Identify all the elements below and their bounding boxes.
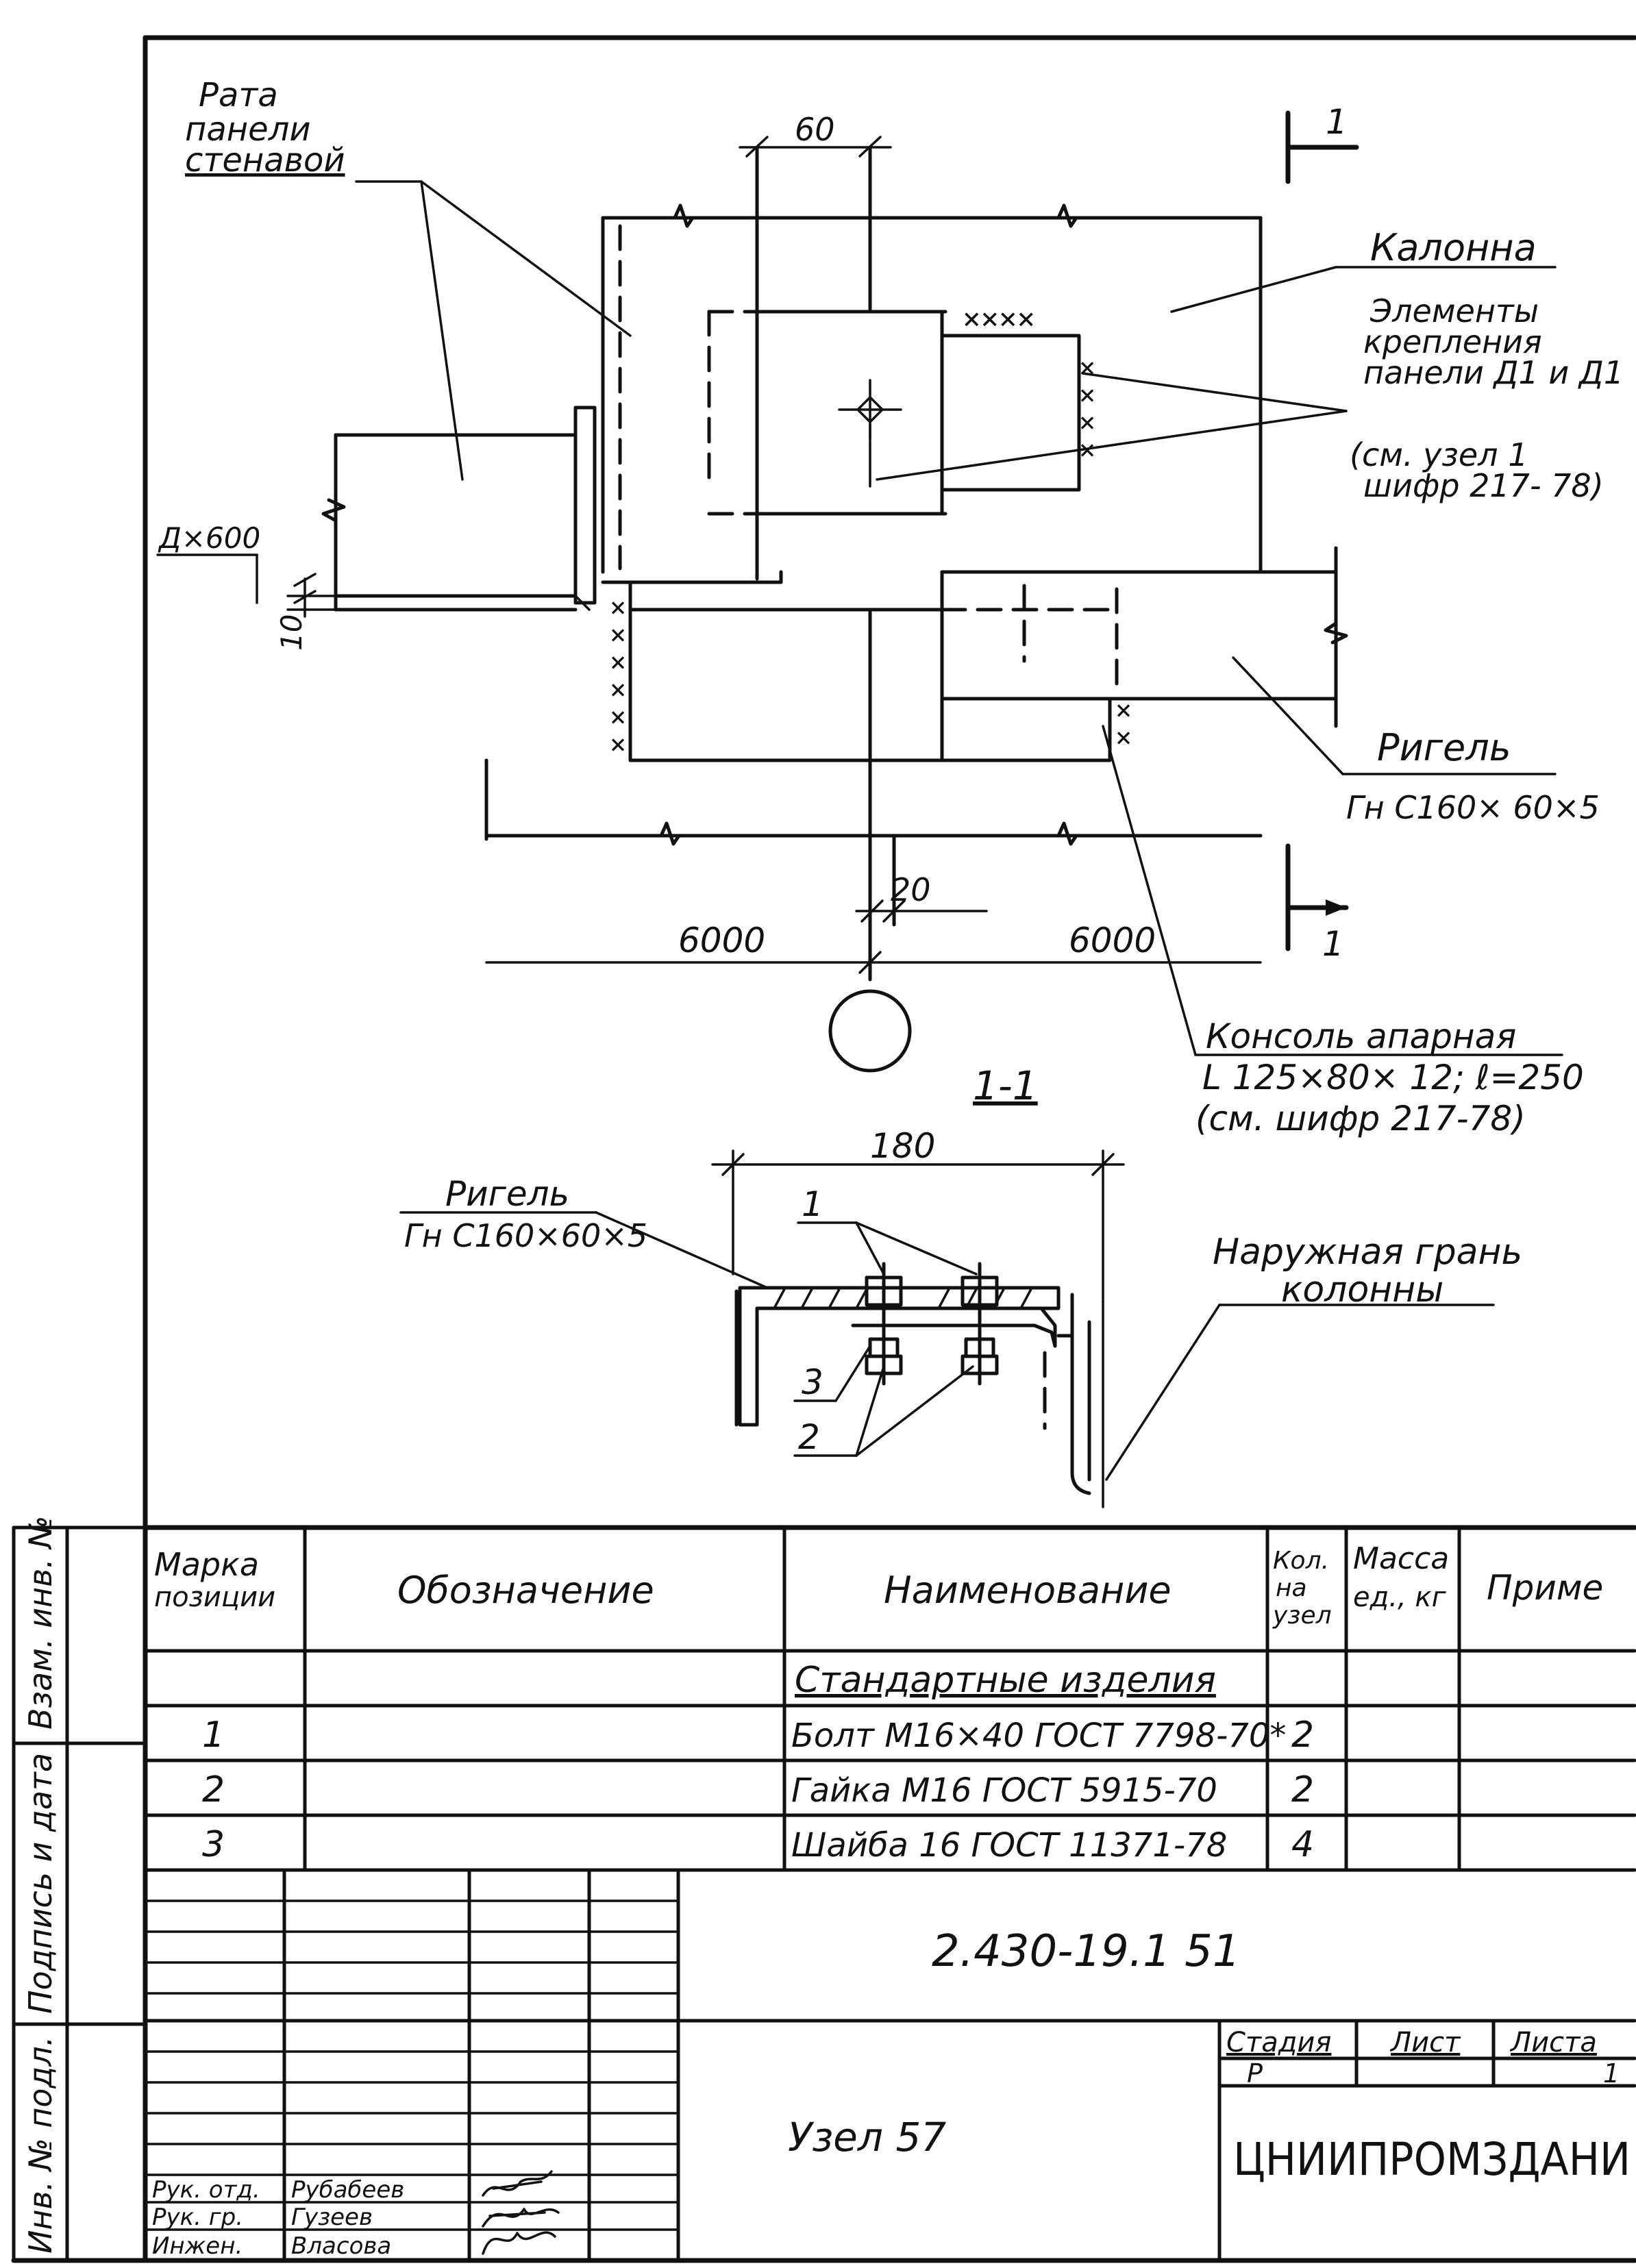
stamp-replacement-inv: Взам. инв. № [22, 1516, 59, 1730]
doc-code: 2.430-19.1 51 [932, 1926, 1241, 1977]
dim-span-right: 6000 [1069, 921, 1156, 960]
hdr-qty-2: на [1276, 1574, 1307, 1602]
label-rigel-plan-2: Гн С160× 60×5 [1346, 789, 1600, 826]
plan-labels: Рата панели стенавой Калонна Элементы кр… [185, 76, 1624, 1138]
sig-name-1: Рубабеев [291, 2176, 404, 2204]
row3-mark: 3 [202, 1824, 225, 1865]
callout-2: 2 [798, 1417, 820, 1457]
rigel-channel [738, 1286, 1061, 1427]
signature-2 [482, 2208, 560, 2228]
hdr-designation: Обозначение [397, 1569, 654, 1612]
label-console-2: L 125×80× 12; ℓ=250 [1202, 1058, 1584, 1097]
weld-marks-left-5: × [610, 701, 626, 733]
row2-name: Гайка М16 ГОСТ 5915-70 [791, 1771, 1217, 1810]
sig-role-1: Рук. отд. [152, 2176, 260, 2204]
signature-1 [482, 2170, 553, 2197]
organization: ЦНИИПРОМЗДАНИ [1233, 2133, 1631, 2186]
callout-3: 3 [802, 1362, 823, 1402]
stage-value: Р [1247, 2058, 1263, 2089]
drawing-title: Узел 57 [788, 2114, 946, 2160]
dim-span-left: 6000 [678, 921, 765, 960]
signature-3 [482, 2231, 556, 2255]
label-frame-2: панели [185, 110, 311, 149]
sig-name-3: Власова [291, 2232, 391, 2260]
label-console-3: (см. шифр 217-78) [1195, 1099, 1526, 1138]
weld-marks-rigel-2: × [1115, 722, 1132, 753]
label-elements-2: крепления [1363, 323, 1542, 360]
weld-marks-left-6: × [610, 729, 626, 760]
row2-qty: 2 [1291, 1769, 1314, 1810]
axis-marker [828, 989, 912, 1073]
sheets-label: Листа [1509, 2027, 1597, 2058]
hdr-qty-3: узел [1272, 1602, 1332, 1630]
weld-marks-right-2: × [1079, 379, 1095, 411]
bolt-2 [960, 1262, 999, 1386]
spec-section-title: Стандартные изделия [795, 1660, 1216, 1701]
row2-mark: 2 [202, 1769, 225, 1810]
hdr-note: Приме [1487, 1568, 1603, 1608]
label-panel-ref-2: шифр 217- 78) [1363, 467, 1604, 504]
console-angle [847, 1306, 1057, 1348]
hdr-name: Наименование [884, 1569, 1172, 1612]
title-block: 2.430-19.1 51 Узел 57 Стадия Лист Листа … [143, 1868, 1636, 2263]
bolt-1 [865, 1262, 903, 1386]
label-outer-face-2: колонны [1281, 1269, 1443, 1310]
sheets-value: 1 [1603, 2058, 1620, 2089]
weld-marks-left-1: × [610, 592, 626, 623]
sheet-label: Лист [1389, 2027, 1461, 2058]
label-frame-1: Рата [199, 76, 278, 114]
stamp-original-inv: Инв. № подл. [22, 2036, 59, 2254]
label-frame-3: стенавой [185, 141, 345, 179]
dim-section-width: 180 [870, 1126, 935, 1166]
hdr-mark-1: Марка [154, 1546, 259, 1583]
hdr-qty-1: Кол. [1273, 1547, 1329, 1575]
weld-marks-rigel-1: × [1115, 695, 1132, 726]
weld-marks-left-2: × [610, 619, 626, 651]
row1-qty: 2 [1291, 1715, 1314, 1756]
label-console-1: Консоль апарная [1206, 1017, 1516, 1056]
hdr-mass-1: Масса [1353, 1541, 1449, 1576]
section-1-1: 1-1 180 [399, 1062, 1522, 1508]
label-panel-ref-1: (см. узел 1 [1350, 436, 1528, 473]
dim-gap: 10 [275, 614, 308, 651]
stamp-signature-date: Подпись и дата [22, 1753, 59, 2014]
sig-name-2: Гузеев [291, 2204, 373, 2231]
spec-table: Марка позиции Обозначение Наименование К… [142, 1525, 1636, 1872]
callout-1: 1 [802, 1184, 823, 1224]
weld-marks-top: ×××× [963, 301, 1035, 336]
label-rigel-section-2: Гн С160×60×5 [404, 1217, 647, 1254]
plan-view: Д×600 10 60 ×××× × × × × [156, 102, 1563, 1073]
row1-mark: 1 [202, 1715, 225, 1756]
section-title: 1-1 [973, 1062, 1038, 1109]
label-column: Калонна [1370, 226, 1537, 269]
row1-name: Болт М16×40 ГОСТ 7798-70* [791, 1717, 1286, 1755]
label-elements-3: панели Д1 и Д1 [1363, 354, 1624, 391]
dim-top-width: 60 [795, 111, 835, 148]
dim-offset: 20 [891, 871, 931, 908]
weld-marks-right-1: × [1079, 352, 1095, 384]
sig-role-2: Рук. гр. [152, 2204, 243, 2231]
hdr-mark-2: позиции [154, 1582, 275, 1613]
dim-panel-size: Д×600 [158, 521, 260, 555]
sig-role-3: Инжен. [152, 2232, 243, 2260]
weld-marks-right-3: × [1079, 407, 1095, 438]
weld-marks-left-3: × [610, 647, 626, 678]
hdr-mass-2: ед., кг [1353, 1582, 1447, 1613]
stage-label: Стадия [1226, 2027, 1331, 2058]
label-elements-1: Элементы [1369, 292, 1539, 329]
label-rigel-plan-1: Ригель [1377, 726, 1511, 769]
weld-marks-left-4: × [610, 674, 626, 706]
section-mark-top: 1 [1326, 102, 1348, 142]
label-outer-face-1: Наружная грань [1213, 1232, 1522, 1273]
section-mark-bottom: 1 [1322, 924, 1344, 964]
label-rigel-section-1: Ригель [445, 1174, 569, 1214]
row3-name: Шайба 16 ГОСТ 11371-78 [791, 1826, 1227, 1865]
row3-qty: 4 [1291, 1824, 1314, 1865]
